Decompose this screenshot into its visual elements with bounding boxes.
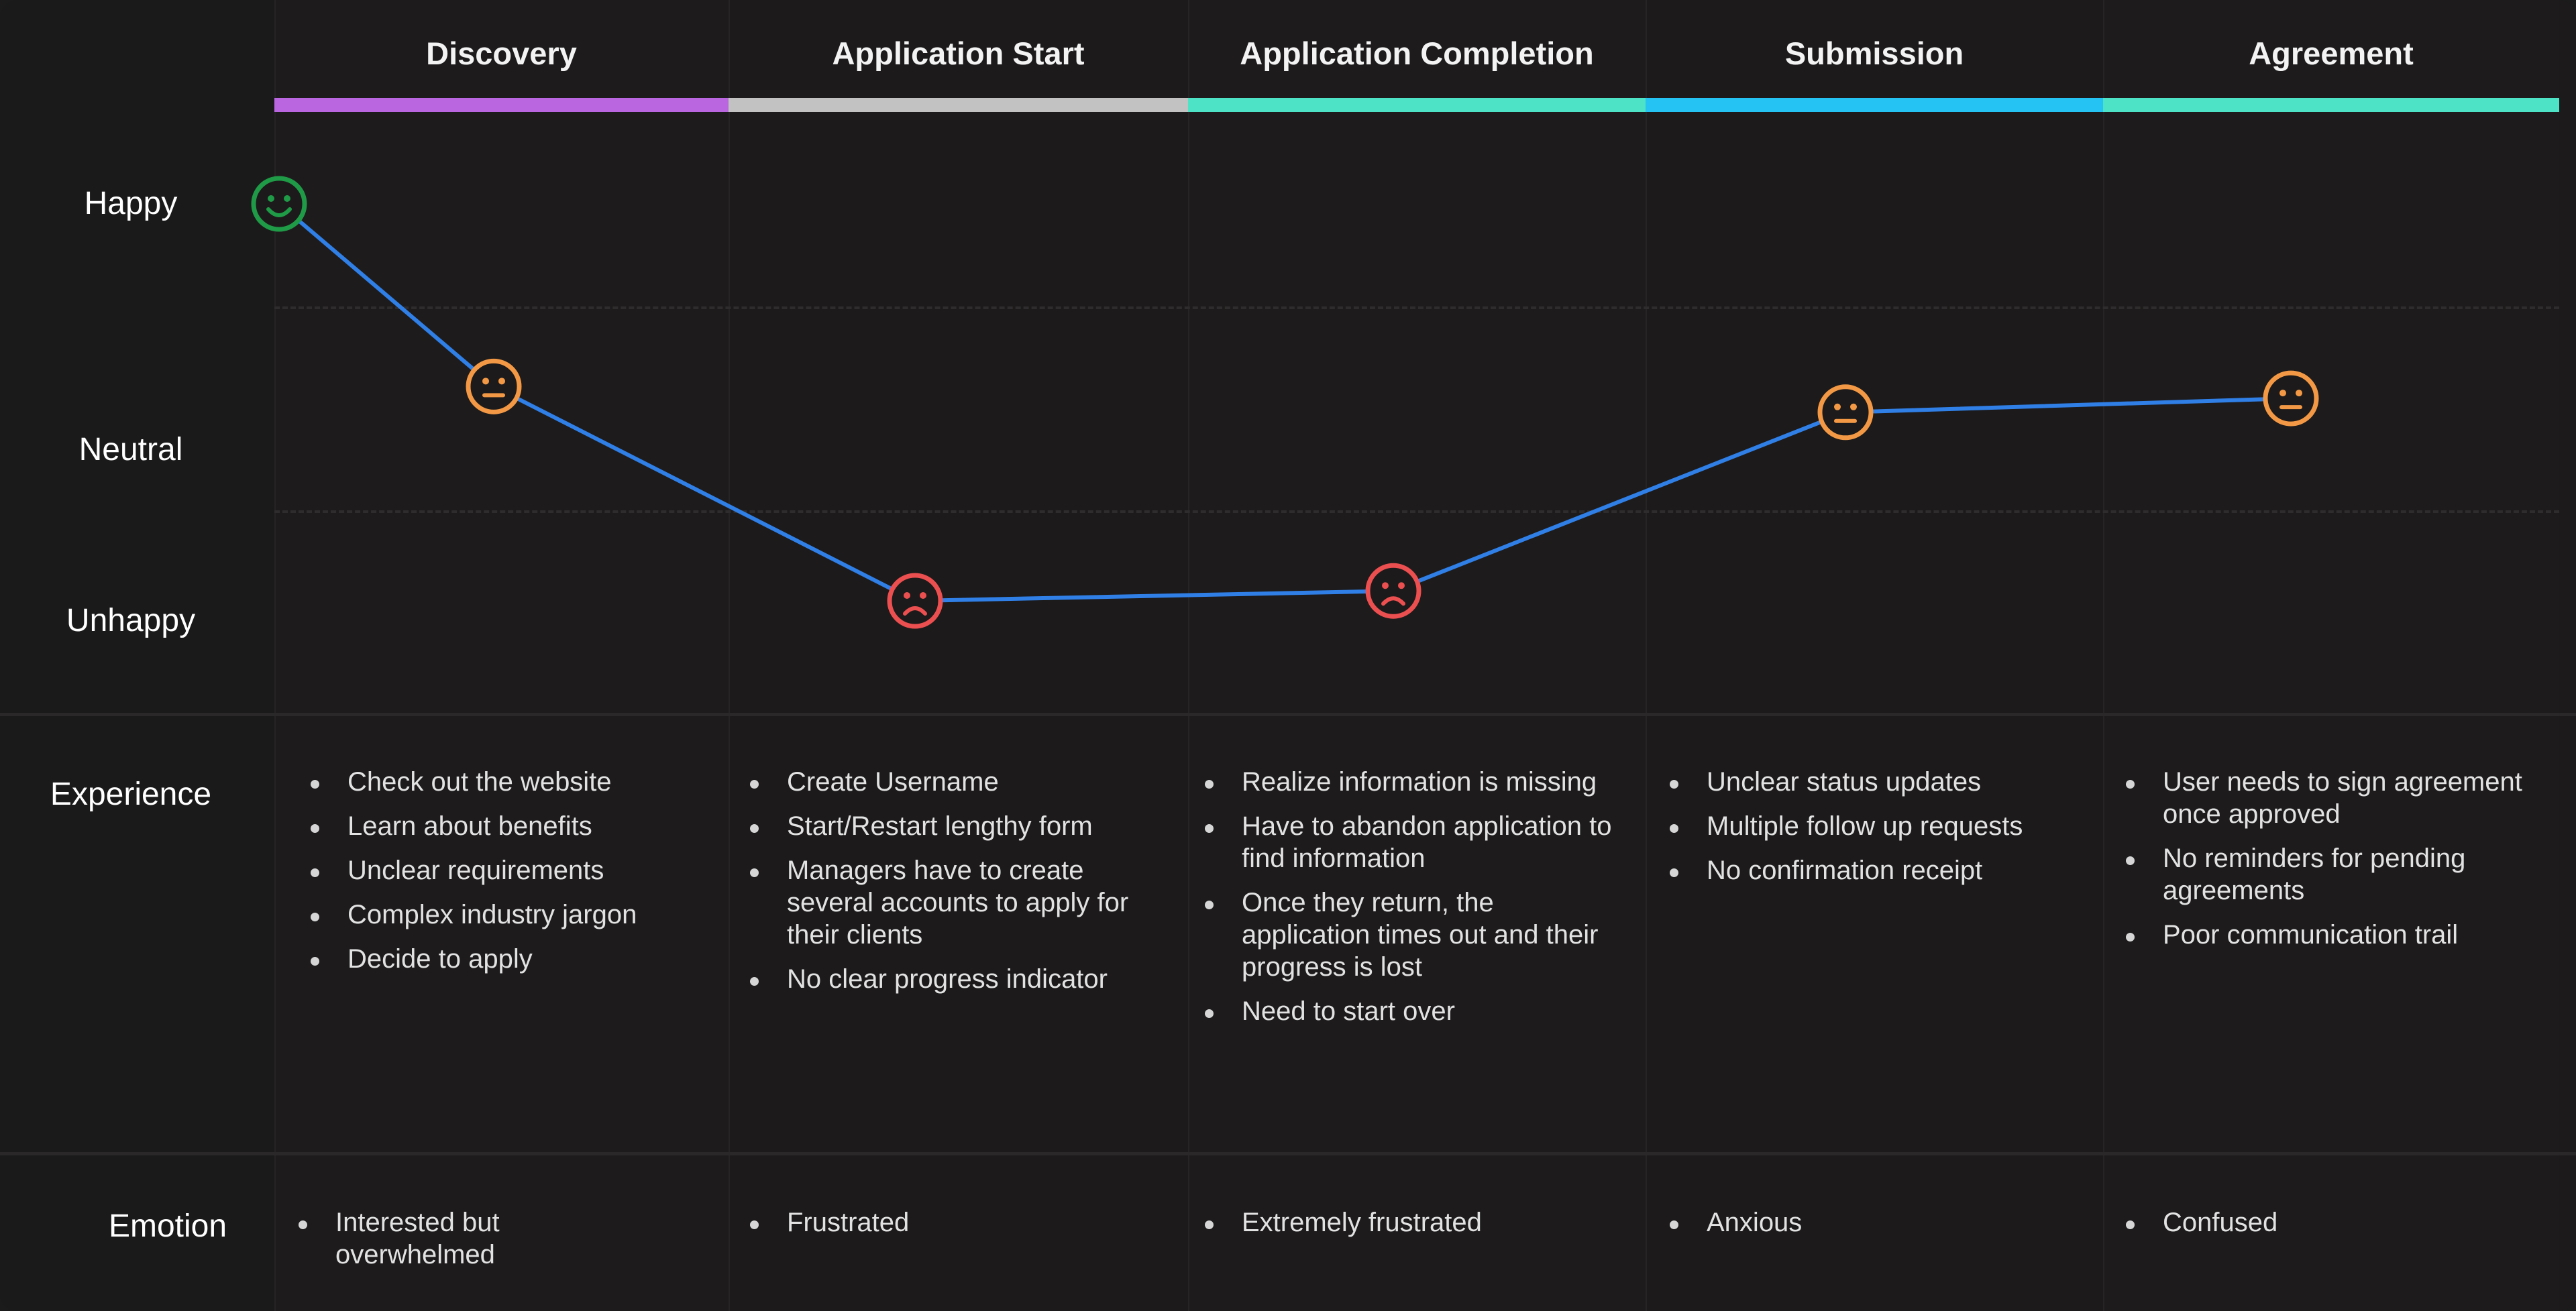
unhappy-face-icon [1365, 563, 1421, 619]
experience-item: Unclear status updates [1668, 766, 2076, 798]
grid-line-happy-neutral [274, 306, 2559, 309]
row-label-happy: Happy [84, 186, 178, 221]
emotion-list: Interested but overwhelmed [297, 1206, 592, 1283]
column-divider [2103, 0, 2104, 1311]
row-label-experience: Experience [50, 777, 212, 812]
stage-title: Application Start [832, 36, 1085, 71]
stage-column [1646, 0, 2103, 1311]
stage-title: Discovery [426, 36, 577, 71]
experience-item: Create Username [749, 766, 1161, 798]
experience-list: User needs to sign agreement once approv… [2125, 766, 2532, 963]
neutral-face-icon [1817, 384, 1874, 441]
experience-item: User needs to sign agreement once approv… [2125, 766, 2532, 830]
stage-title: Agreement [2249, 36, 2414, 71]
emotion-item: Extremely frustrated [1203, 1206, 1619, 1239]
stage-column [2103, 0, 2559, 1311]
experience-item: Need to start over [1203, 995, 1619, 1027]
neutral-face-icon [2263, 370, 2319, 426]
unhappy-face-icon [887, 573, 943, 629]
experience-item: Poor communication trail [2125, 919, 2532, 951]
emotion-list: Extremely frustrated [1203, 1206, 1619, 1251]
stage-column [274, 0, 729, 1311]
stage-color-bar [1646, 98, 2103, 112]
stage-title: Application Completion [1240, 36, 1594, 71]
emotion-item: Anxious [1668, 1206, 2076, 1239]
experience-item: Check out the website [309, 766, 702, 798]
emotion-item: Frustrated [749, 1206, 1161, 1239]
experience-item: Multiple follow up requests [1668, 810, 2076, 842]
emotion-list: Frustrated [749, 1206, 1161, 1251]
stage-column [1188, 0, 1646, 1311]
grid-line-neutral-unhappy [274, 510, 2559, 513]
experience-item: Complex industry jargon [309, 899, 702, 931]
experience-item: Once they return, the application times … [1203, 887, 1619, 983]
row-label-neutral: Neutral [78, 432, 183, 467]
row-label-emotion: Emotion [108, 1208, 227, 1244]
row-label-column [0, 0, 274, 1311]
sentiment-chart [251, 176, 2319, 629]
stage-column [729, 0, 1188, 1311]
experience-item: Unclear requirements [309, 854, 702, 887]
stage-color-bar [274, 98, 729, 112]
stage-title: Submission [1784, 36, 1964, 71]
emotion-list: Anxious [1668, 1206, 2076, 1251]
experience-item: Have to abandon application to find info… [1203, 810, 1619, 874]
divider-experience [0, 713, 2576, 716]
stage-color-bar [729, 98, 1188, 112]
column-divider [1646, 0, 1647, 1311]
divider-emotion [0, 1152, 2576, 1155]
column-divider [1188, 0, 1189, 1311]
experience-item: No confirmation receipt [1668, 854, 2076, 887]
stage-color-bar [1188, 98, 1646, 112]
happy-face-icon [251, 176, 307, 232]
experience-item: Decide to apply [309, 943, 702, 975]
experience-item: Realize information is missing [1203, 766, 1619, 798]
row-label-unhappy: Unhappy [66, 603, 196, 638]
neutral-face-icon [466, 358, 522, 414]
experience-item: Managers have to create several accounts… [749, 854, 1161, 951]
column-divider [274, 0, 276, 1311]
emotion-item: Confused [2125, 1206, 2532, 1239]
column-divider [729, 0, 730, 1311]
experience-item: No reminders for pending agreements [2125, 842, 2532, 907]
emotion-item: Interested but overwhelmed [297, 1206, 592, 1271]
stage-color-bar [2103, 98, 2559, 112]
experience-item: No clear progress indicator [749, 963, 1161, 995]
experience-item: Learn about benefits [309, 810, 702, 842]
experience-item: Start/Restart lengthy form [749, 810, 1161, 842]
sentiment-line [278, 202, 2292, 604]
emotion-list: Confused [2125, 1206, 2532, 1251]
